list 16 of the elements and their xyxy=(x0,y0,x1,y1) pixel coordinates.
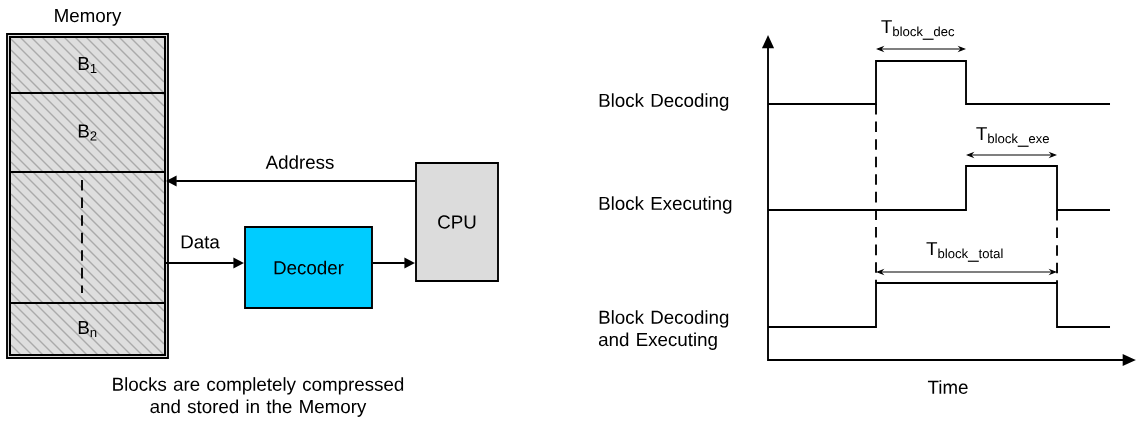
edge-label: Address xyxy=(264,153,336,171)
decoder-box: Decoder xyxy=(244,226,373,309)
cpu-box: CPU xyxy=(415,162,499,282)
edge-label: Data xyxy=(179,234,221,250)
duration-label: $\mathrm{T}_{\mathrm{block\_dec}}$ xyxy=(881,20,955,40)
node-label: Memory xyxy=(55,9,122,26)
signal-label: Block Decoding and Executing xyxy=(598,310,729,350)
duration-label: $\mathrm{T}_{\mathrm{block\_total}}$ xyxy=(926,242,1003,262)
signal-label: Block Decoding xyxy=(599,93,729,111)
duration-label: $\mathrm{T}_{\mathrm{block\_exe}}$ xyxy=(976,127,1049,147)
signal-label: Block Executing xyxy=(599,196,732,214)
axis-label: Time xyxy=(927,380,968,394)
memory-cell: B$_{n}$ xyxy=(9,302,166,356)
memory-cell: B$_{2}$ xyxy=(9,92,166,173)
memory-cell: B$_{1}$ xyxy=(9,36,166,94)
caption: Blocks are completely compressed and stored in the Memory xyxy=(113,377,404,417)
